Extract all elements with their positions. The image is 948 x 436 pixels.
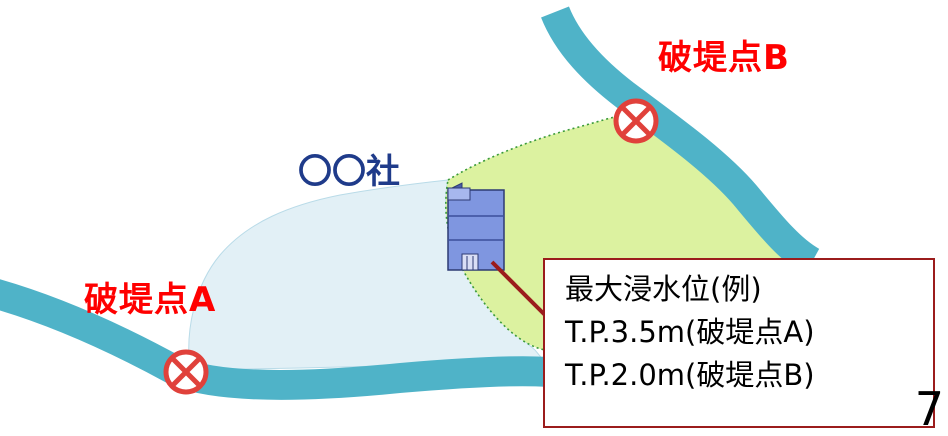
info-box-line-b: T.P.2.0m(破堤点B): [565, 358, 815, 392]
breach-a-label: 破堤点A: [84, 280, 217, 320]
river-upper: [541, 6, 820, 276]
max-flood-level-box: 最大浸水位(例) T.P.3.5m(破堤点A) T.P.2.0m(破堤点B): [543, 258, 935, 428]
info-box-title: 最大浸水位(例): [565, 272, 762, 306]
building-icon: [447, 182, 505, 271]
page-number: 7: [914, 382, 944, 436]
breach-b-label: 破堤点B: [658, 38, 790, 78]
info-box-line-a: T.P.3.5m(破堤点A): [565, 315, 815, 349]
flood-map: [0, 6, 820, 400]
breach-b-marker: [613, 98, 659, 144]
company-label: 〇〇社: [298, 152, 400, 192]
pointer-line: [490, 260, 554, 324]
breach-a-marker: [163, 349, 209, 395]
river-lower: [0, 279, 550, 400]
